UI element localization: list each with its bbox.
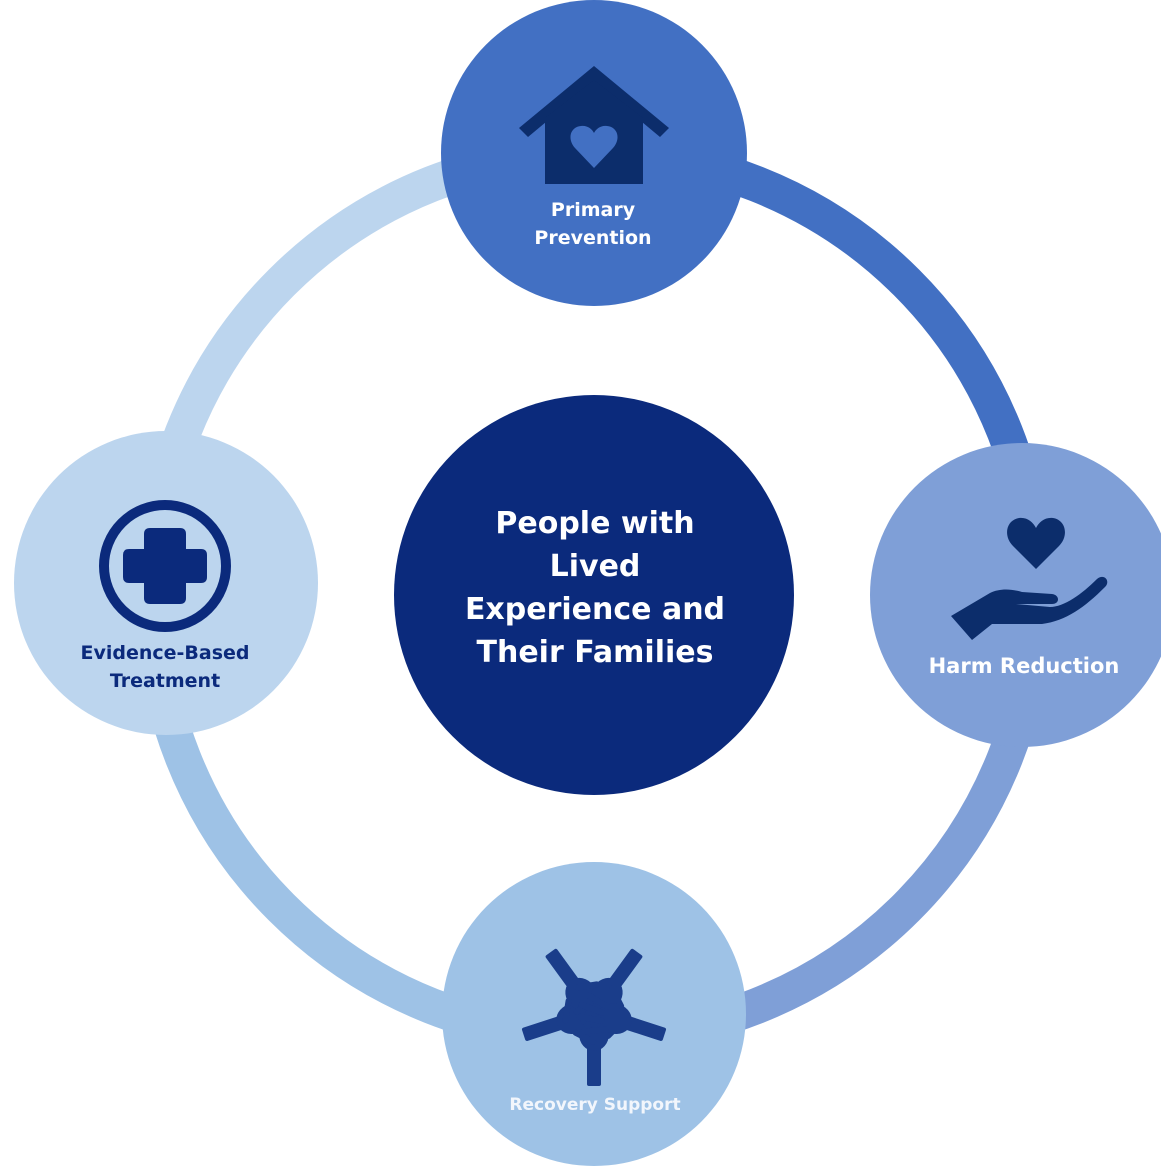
evidence-based-treatment-label: Evidence-Based Treatment [45, 639, 285, 695]
house-heart-icon [519, 66, 669, 184]
primary-prevention-label-line: Primary [550, 199, 636, 221]
hand-heart-icon [951, 517, 1108, 640]
center-circle [394, 395, 794, 795]
harm-reduction-label-line: Harm Reduction [928, 654, 1120, 678]
center-title-line: Lived [549, 549, 641, 584]
center-title-line: People with [495, 506, 695, 541]
medical-cross-icon [99, 500, 231, 632]
center-title-line: Experience and [464, 592, 726, 627]
evidence-based-treatment-label-line: Evidence-Based [80, 642, 250, 664]
center-title: People with Lived Experience and Their F… [440, 502, 750, 674]
hands-circle-icon [521, 948, 667, 1086]
primary-prevention-label-line: Prevention [534, 227, 652, 249]
primary-prevention-label: Primary Prevention [493, 196, 693, 252]
evidence-based-treatment-label-line: Treatment [109, 670, 221, 692]
center-title-line: Their Families [476, 635, 714, 670]
recovery-support-label-line: Recovery Support [509, 1095, 681, 1115]
harm-reduction-label: Harm Reduction [900, 652, 1148, 680]
recovery-support-label: Recovery Support [470, 1093, 720, 1117]
